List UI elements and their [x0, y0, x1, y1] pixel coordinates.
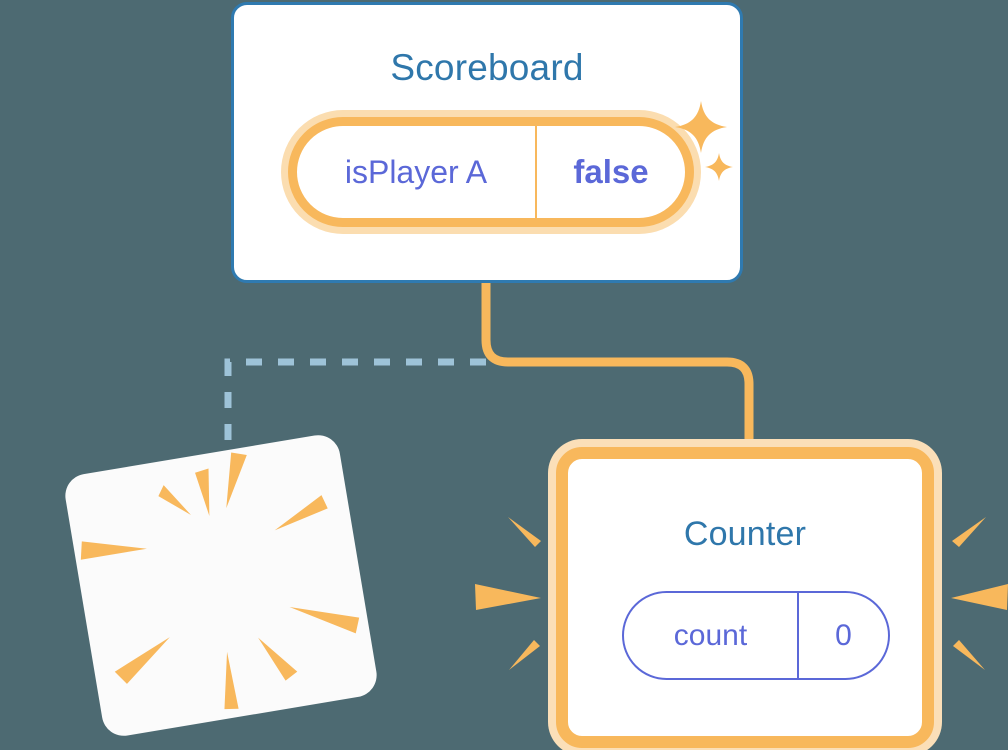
burst-card[interactable]	[62, 431, 380, 740]
burst-ray-s	[224, 651, 239, 710]
scoreboard-title: Scoreboard	[390, 47, 584, 88]
burst-ray-sse	[258, 637, 298, 681]
scoreboard-state-pill[interactable]: isPlayer A false	[288, 117, 694, 227]
counter-card[interactable]: Counter count 0	[556, 447, 934, 748]
burst-ray-wsw	[114, 637, 170, 684]
counter-title: Counter	[683, 515, 807, 553]
burst-ray-nne	[226, 452, 247, 509]
burst-card-rays	[80, 452, 360, 710]
scoreboard-state-key: isPlayer A	[297, 126, 537, 218]
burst-ray-nnw	[158, 485, 191, 515]
scoreboard-card[interactable]: Scoreboard isPlayer A false	[231, 2, 743, 283]
burst-ray-ese	[289, 606, 360, 634]
counter-state-value: 0	[835, 618, 852, 652]
counter-state-key: count	[624, 593, 799, 678]
scoreboard-state-value: false	[573, 153, 649, 190]
connector-inactive-dashed	[224, 358, 486, 483]
burst-ray-n	[195, 468, 210, 516]
burst-ray-wnw	[80, 541, 147, 560]
counter-state-pill[interactable]: count 0	[622, 591, 890, 680]
burst-ray-ene	[274, 495, 328, 531]
connector-active-solid	[481, 283, 754, 460]
